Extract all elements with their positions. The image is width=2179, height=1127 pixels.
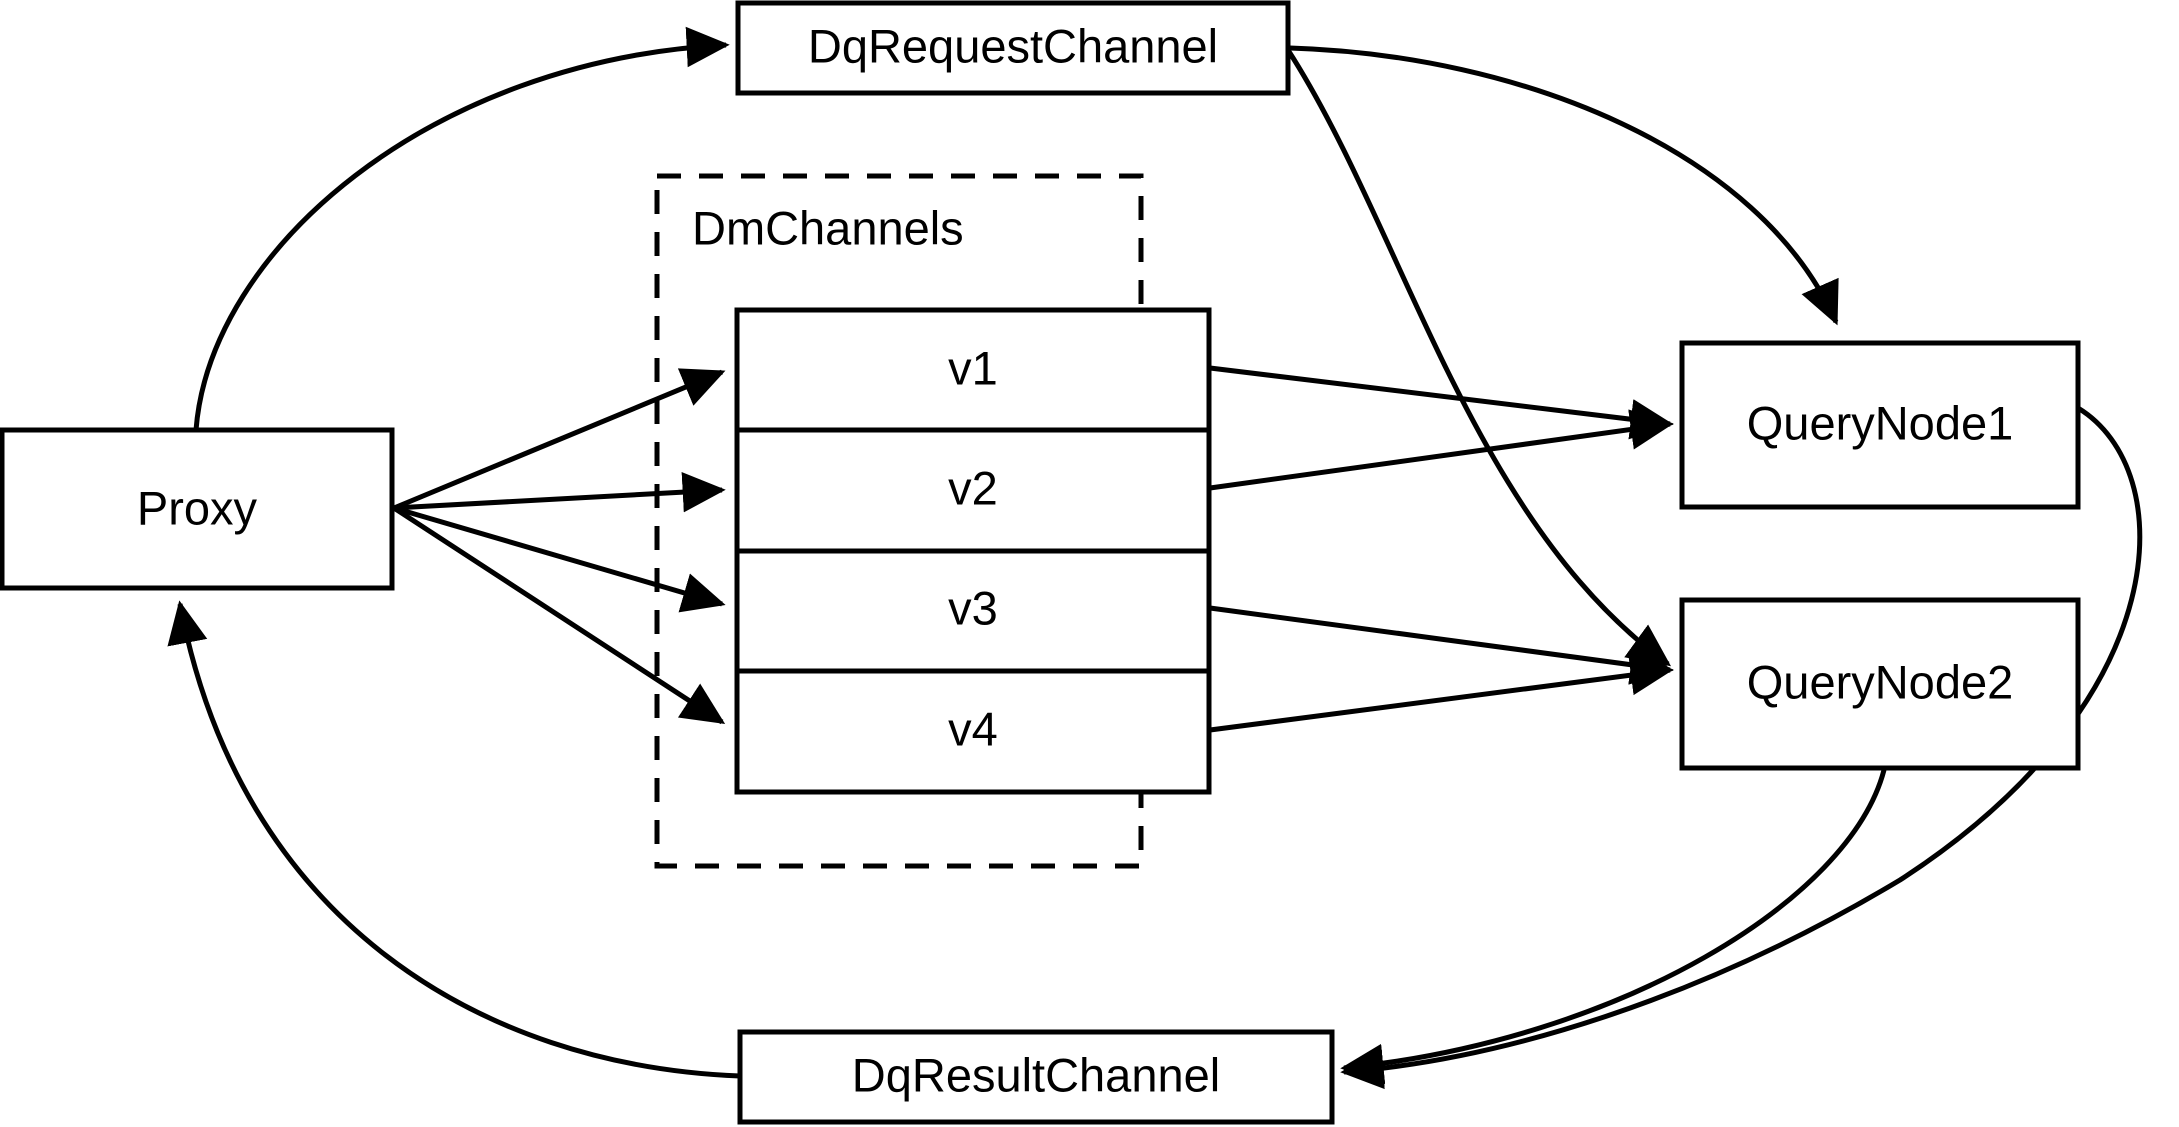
edge-proxy-to-v4 <box>392 505 726 725</box>
dmchannels-group-label: DmChannels <box>692 201 964 254</box>
node-querynode1[interactable]: QueryNode1 <box>1679 340 2081 510</box>
edge-proxy-to-v3 <box>393 505 726 613</box>
node-dqrequestchannel-label: DqRequestChannel <box>808 19 1218 72</box>
edge-querynode2-to-dqresultchannel <box>1340 769 1887 1085</box>
dmchannels-group: DmChannels <box>654 173 1144 869</box>
edge-dqrequestchannel-to-querynode1 <box>1289 45 1839 326</box>
edge-dqrequestchannel-to-querynode2 <box>1285 48 1672 667</box>
edge-v2-to-querynode1 <box>1209 409 1674 491</box>
edge-proxy-to-v1 <box>393 368 726 511</box>
dmchannels-row-v4[interactable]: v4 <box>948 702 998 755</box>
dmchannels-row-v2[interactable]: v2 <box>948 461 998 514</box>
node-dqrequestchannel[interactable]: DqRequestChannel <box>735 0 1291 96</box>
edge-dqresultchannel-to-proxy <box>167 600 741 1079</box>
node-querynode2[interactable]: QueryNode2 <box>1679 597 2081 771</box>
node-querynode2-rect[interactable] <box>1679 597 2081 771</box>
edge-v4-to-querynode2 <box>1209 655 1674 733</box>
edge-proxy-to-dqrequestchannel <box>193 26 730 431</box>
node-querynode2-label: QueryNode2 <box>1747 655 2014 708</box>
node-dqrequestchannel-rect[interactable] <box>735 0 1291 96</box>
edge-v1-to-querynode1 <box>1209 365 1674 440</box>
node-proxy-label: Proxy <box>137 481 258 534</box>
node-proxy-rect[interactable] <box>0 427 395 591</box>
dmchannels-table: v1 v2 v3 v4 <box>734 307 1212 795</box>
edge-v3-to-querynode2 <box>1209 605 1674 685</box>
dmchannels-row-v1[interactable]: v1 <box>948 341 998 394</box>
node-querynode1-label: QueryNode1 <box>1747 396 2014 449</box>
node-dqresultchannel-rect[interactable] <box>737 1029 1335 1125</box>
edge-proxy-to-v2 <box>393 471 726 513</box>
node-dqresultchannel-label: DqResultChannel <box>852 1048 1220 1101</box>
node-dqresultchannel[interactable]: DqResultChannel <box>737 1029 1335 1125</box>
edge-querynode1-to-dqresultchannel <box>1340 405 2143 1090</box>
node-querynode1-rect[interactable] <box>1679 340 2081 510</box>
dmchannels-row-v3[interactable]: v3 <box>948 581 998 634</box>
node-proxy[interactable]: Proxy <box>0 427 395 591</box>
